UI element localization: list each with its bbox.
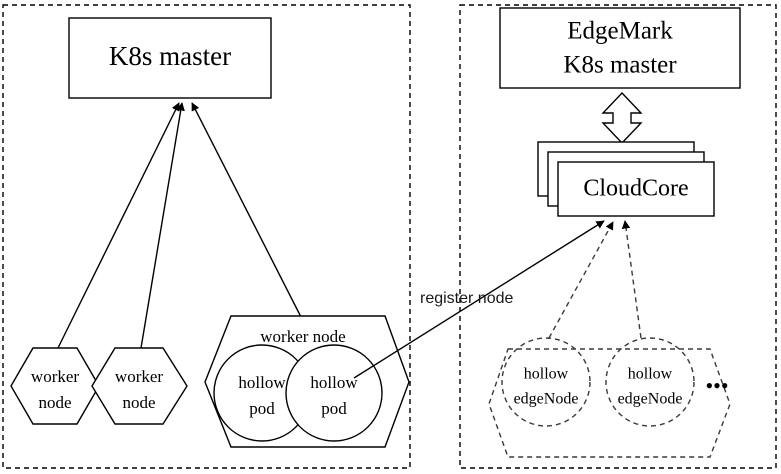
- cloudcore-stack-front: [557, 161, 715, 217]
- arrow-register-node: [353, 220, 605, 379]
- worker-node-1[interactable]: worker node: [10, 347, 100, 425]
- cloudcore-node[interactable]: CloudCore: [537, 141, 715, 217]
- k8s-master-box: [68, 17, 272, 99]
- hollow-pod-1[interactable]: hollow pod: [213, 344, 311, 442]
- worker-node-2[interactable]: worker node: [91, 347, 188, 425]
- hollow-edge-node-1-label-line1: hollow: [524, 366, 569, 383]
- hollow-edge-node-2[interactable]: hollow edgeNode: [605, 337, 695, 427]
- worker-node-1-hexagon: [10, 347, 100, 425]
- worker-node-1-label-line2: node: [38, 393, 71, 412]
- arrow-edgenode-2-to-cloudcore: [621, 220, 642, 339]
- arrow-worker2-to-master: [140, 102, 185, 349]
- edge-node-group[interactable]: hollow edgeNode hollow edgeNode •••: [488, 337, 731, 458]
- hollow-edge-node-2-label-line2: edgeNode: [618, 391, 683, 408]
- worker-node-1-label-line1: worker: [31, 367, 79, 386]
- left-panel-boundary: [2, 4, 411, 469]
- cloudcore-label: CloudCore: [583, 176, 688, 202]
- edge-node-ellipsis: •••: [705, 373, 728, 398]
- hollow-pod-2-circle: [285, 344, 383, 442]
- arrow-hollow-worker-to-master: [191, 102, 302, 318]
- edgemark-k8s-master-box: [499, 7, 741, 89]
- edgemark-master-label-line1: EdgeMark: [567, 18, 673, 45]
- worker-node-2-hexagon: [91, 347, 188, 425]
- bidirectional-block-arrow-icon: [601, 91, 643, 145]
- hollow-pod-1-label-line1: hollow: [238, 373, 286, 392]
- hollow-pod-1-label-line2: pod: [249, 399, 275, 418]
- hollow-edge-node-2-label-line1: hollow: [628, 366, 673, 383]
- k8s-master-label: K8s master: [109, 41, 231, 71]
- hollow-edge-node-2-circle: [605, 337, 695, 427]
- edgemark-k8s-master-node[interactable]: EdgeMark K8s master: [499, 7, 741, 89]
- k8s-master-node[interactable]: K8s master: [68, 17, 272, 99]
- right-panel-boundary: [459, 4, 777, 469]
- hollow-pod-2-label-line1: hollow: [310, 373, 358, 392]
- arrow-worker1-to-master: [55, 102, 180, 353]
- hollow-worker-node-title: worker node: [260, 327, 345, 346]
- arrow-edgenode-1-to-cloudcore: [548, 221, 614, 339]
- edge-node-group-hexagon: [488, 348, 731, 458]
- worker-node-2-label-line1: worker: [115, 367, 163, 386]
- hollow-edge-node-1[interactable]: hollow edgeNode: [501, 337, 591, 427]
- hollow-pod-2-label-line2: pod: [321, 399, 347, 418]
- worker-node-2-label-line2: node: [122, 393, 155, 412]
- hollow-edge-node-1-circle: [501, 337, 591, 427]
- edgemark-master-label-line2: K8s master: [563, 52, 677, 79]
- hollow-pod-2[interactable]: hollow pod: [285, 344, 383, 442]
- hollow-edge-node-1-label-line2: edgeNode: [514, 391, 579, 408]
- register-node-label: register node: [420, 290, 513, 307]
- hollow-worker-node[interactable]: worker node hollow pod hollow pod: [204, 315, 410, 448]
